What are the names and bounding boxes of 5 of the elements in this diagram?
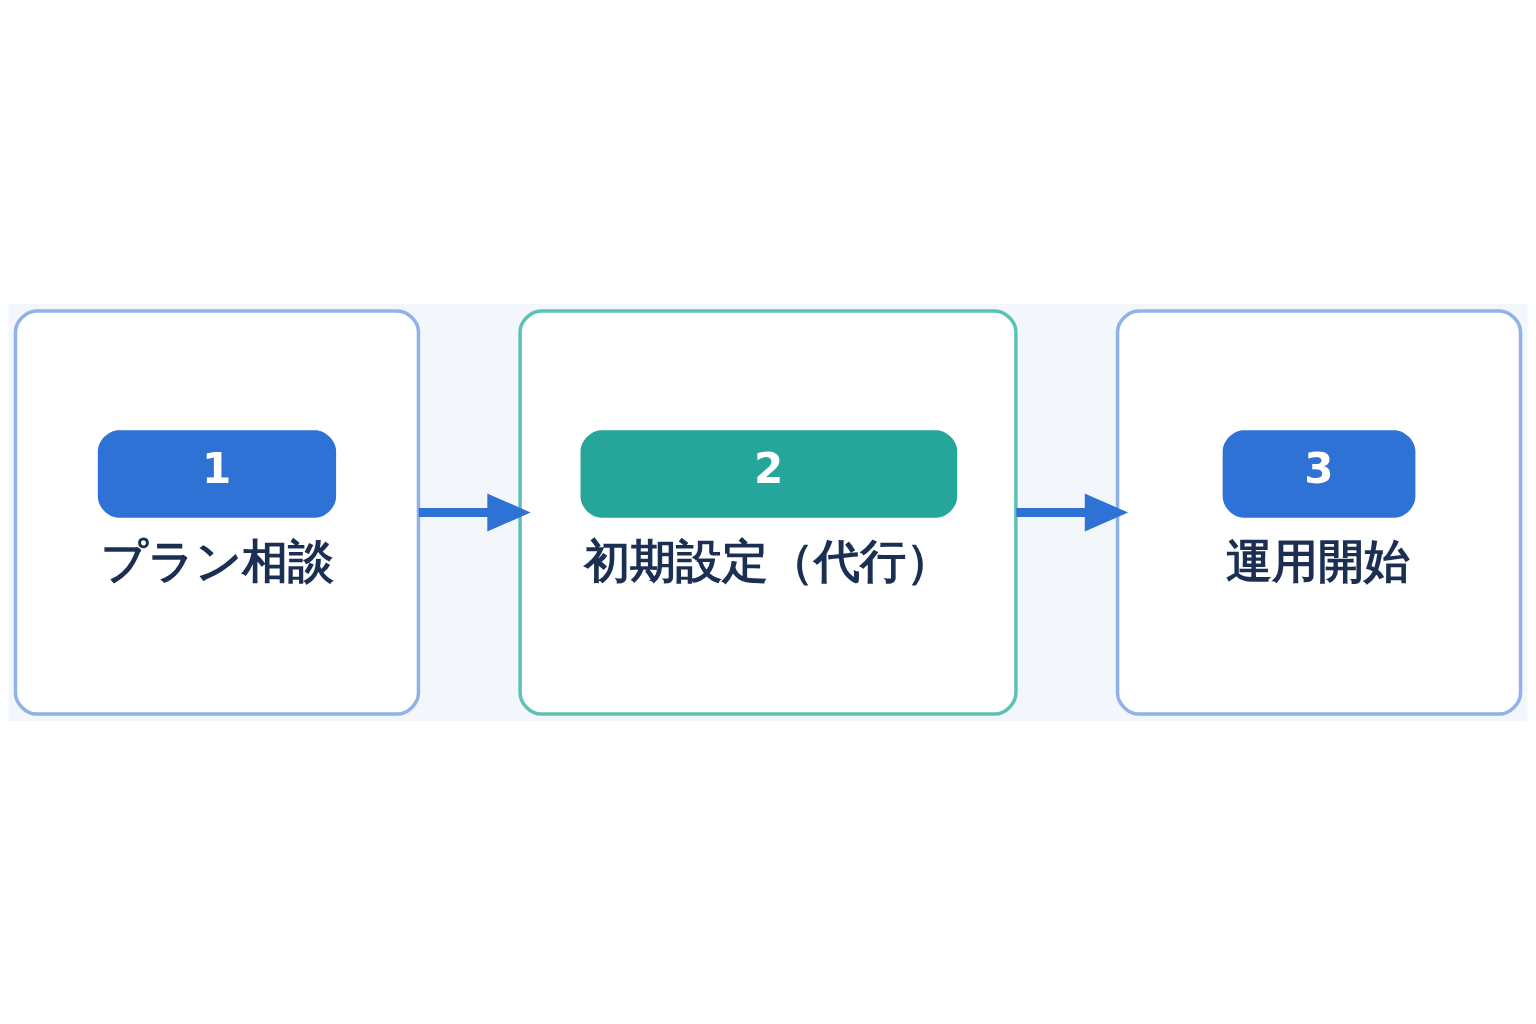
node-box: 1 プラン相談 [13, 308, 421, 716]
node-box: 2 初期設定（代行） [518, 308, 1018, 716]
node-box: 3 運用開始 [1115, 308, 1523, 716]
arrow [418, 493, 531, 531]
arrow [1016, 493, 1129, 531]
